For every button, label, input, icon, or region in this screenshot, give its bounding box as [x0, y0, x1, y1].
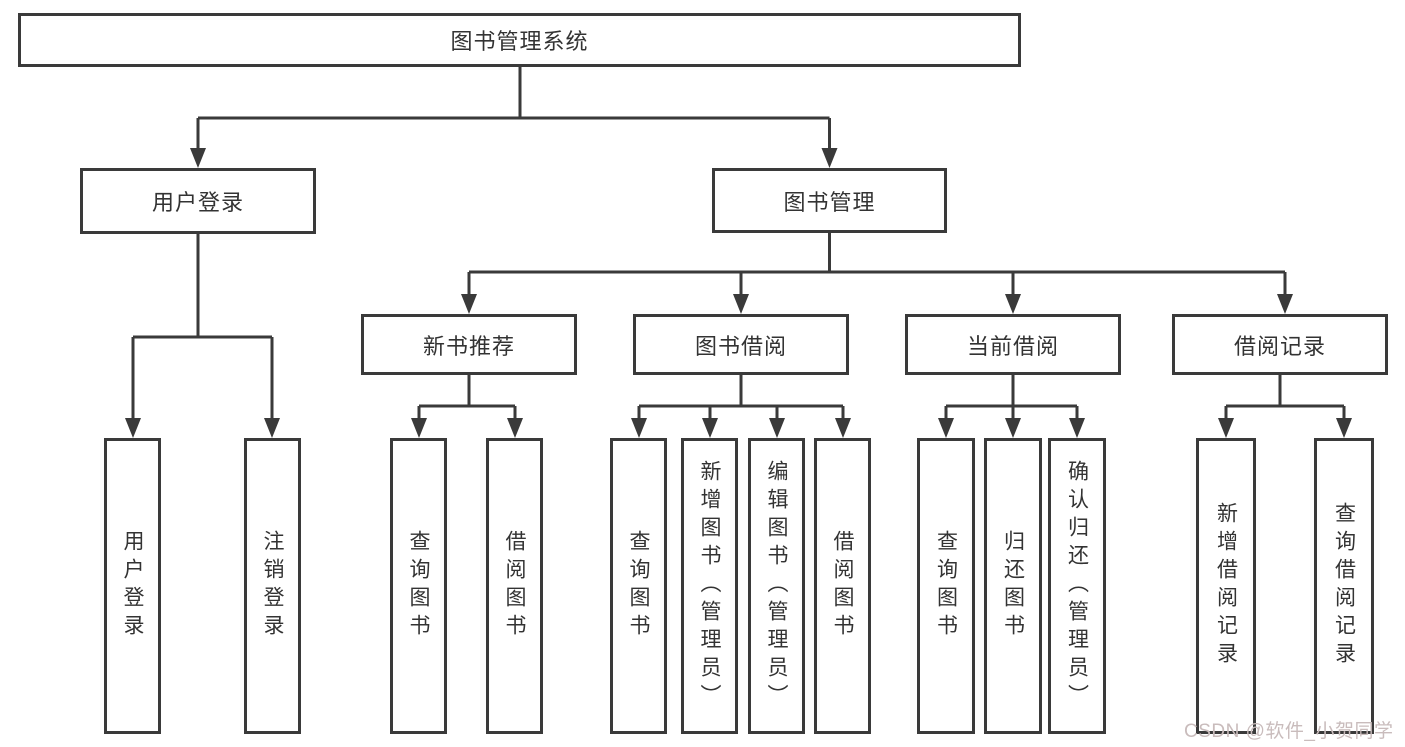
node-label: 新书推荐 [422, 333, 515, 359]
node-borrow-records: 借阅记录 [1172, 314, 1388, 375]
node-label: 查询图书 [934, 530, 958, 642]
watermark: CSDN @软件_小贺同学 [1184, 721, 1394, 742]
node-label: 查询图书 [407, 530, 430, 642]
node-label: 新增图书（管理员） [698, 460, 721, 712]
node-label: 借阅图书 [503, 530, 526, 642]
connector-path [131, 67, 1346, 422]
node-label: 注销登录 [261, 530, 284, 642]
leaf-edit-book-admin: 编辑图书（管理员） [748, 438, 805, 734]
node-user-login: 用户登录 [80, 168, 316, 234]
node-label: 新增借阅记录 [1214, 502, 1238, 670]
leaf-query-books-current: 查询图书 [917, 438, 975, 734]
leaf-confirm-return-admin: 确认归还（管理员） [1048, 438, 1106, 734]
leaf-user-login: 用户登录 [104, 438, 161, 734]
node-label: 查询图书 [627, 530, 650, 642]
node-label: 用户登录 [151, 190, 244, 215]
node-current-borrow: 当前借阅 [905, 314, 1121, 375]
node-label: 当前借阅 [966, 333, 1059, 359]
leaf-query-books-recommend: 查询图书 [390, 438, 447, 734]
leaf-return-book: 归还图书 [984, 438, 1042, 734]
node-label: 确认归还（管理员） [1065, 460, 1089, 712]
node-label: 用户登录 [121, 530, 144, 642]
node-book-borrow: 图书借阅 [633, 314, 849, 375]
leaf-add-book-admin: 新增图书（管理员） [681, 438, 738, 734]
leaf-borrow-books-recommend: 借阅图书 [486, 438, 543, 734]
node-new-book-recommend: 新书推荐 [361, 314, 577, 375]
leaf-query-borrow-record: 查询借阅记录 [1314, 438, 1374, 734]
leaf-logout: 注销登录 [244, 438, 301, 734]
node-label: 借阅图书 [831, 530, 854, 642]
node-label: 图书借阅 [694, 333, 787, 359]
node-label: 查询借阅记录 [1332, 502, 1356, 670]
leaf-borrow-books-borrow: 借阅图书 [814, 438, 871, 734]
node-label: 编辑图书（管理员） [765, 460, 788, 712]
node-label: 归还图书 [1001, 530, 1025, 642]
node-label: 图书管理 [783, 189, 876, 215]
node-book-management: 图书管理 [712, 168, 947, 233]
leaf-query-books-borrow: 查询图书 [610, 438, 667, 734]
node-label: 借阅记录 [1233, 333, 1326, 359]
leaf-add-borrow-record: 新增借阅记录 [1196, 438, 1256, 734]
node-label: 图书管理系统 [450, 29, 589, 54]
node-root: 图书管理系统 [18, 13, 1021, 67]
